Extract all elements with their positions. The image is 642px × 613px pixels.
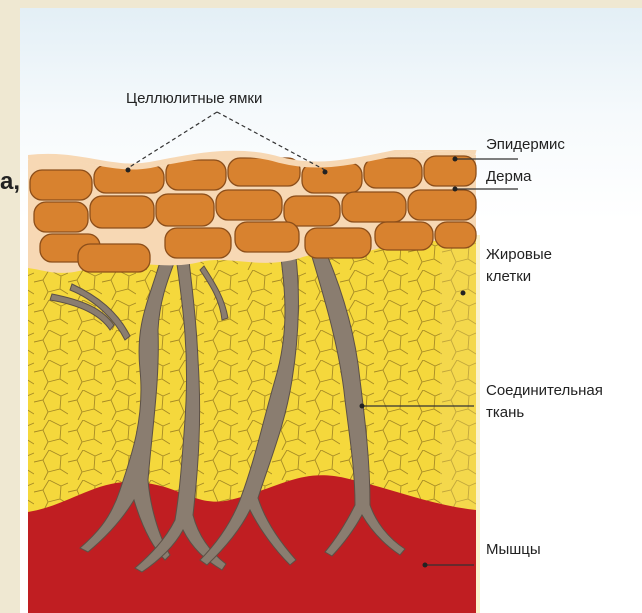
fat-cells-label-line2: клетки [486,267,531,287]
dimples-label: Целлюлитные ямки [126,89,262,109]
epidermis-label: Эпидермис [486,135,565,155]
muscles-label: Мышцы [486,540,541,560]
connective-tissue-label-line2: ткань [486,403,524,423]
dermis-label: Дерма [486,167,532,187]
connective-tissue-label-line1: Соединительная [486,381,603,401]
fat-cells-label-line1: Жировые [486,245,552,265]
